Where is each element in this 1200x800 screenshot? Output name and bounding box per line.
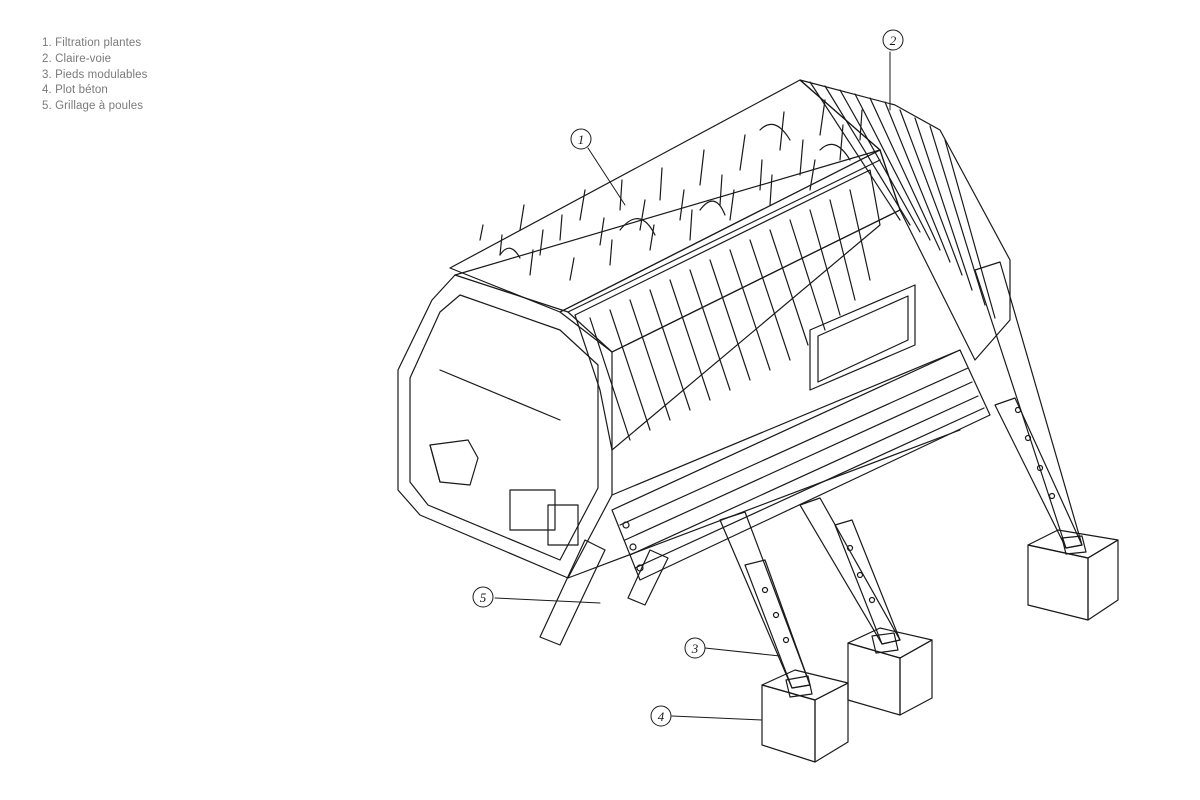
legend-item-grillage: 5. Grillage à poules: [42, 100, 144, 113]
legend: 1. Filtration plantes 2. Claire-voie 3. …: [42, 36, 147, 115]
svg-text:2: 2: [890, 33, 897, 48]
slatted-back: [799, 79, 1011, 361]
side-window: [809, 284, 916, 391]
svg-text:1: 1: [578, 132, 585, 147]
svg-text:4: 4: [658, 709, 665, 724]
legend-item-plot: 4. Plot béton: [42, 84, 108, 97]
corrugated-roof: [559, 149, 901, 451]
callout-1: 1: [570, 128, 592, 150]
concrete-plot-front: [761, 669, 849, 763]
callout-4: 4: [650, 705, 672, 727]
callout-leaders: [494, 51, 891, 721]
svg-text:3: 3: [691, 641, 699, 656]
planted-roof: [449, 79, 881, 313]
legend-item-filtration: 1. Filtration plantes: [42, 37, 142, 49]
cabin-front-frame: [397, 149, 961, 579]
callout-2: 2: [882, 29, 904, 51]
adjustable-legs: [539, 261, 1083, 689]
callout-5: 5: [472, 586, 494, 608]
toilet-seat: [429, 369, 579, 546]
callout-3: 3: [684, 637, 706, 659]
svg-text:5: 5: [480, 590, 487, 605]
concrete-plot-back: [1027, 529, 1119, 621]
concrete-plot-middle: [847, 627, 933, 716]
legend-item-claire-voie: 2. Claire-voie: [42, 52, 112, 65]
legend-item-pieds: 3. Pieds modulables: [42, 68, 148, 81]
chicken-wire-panel: [611, 349, 991, 581]
